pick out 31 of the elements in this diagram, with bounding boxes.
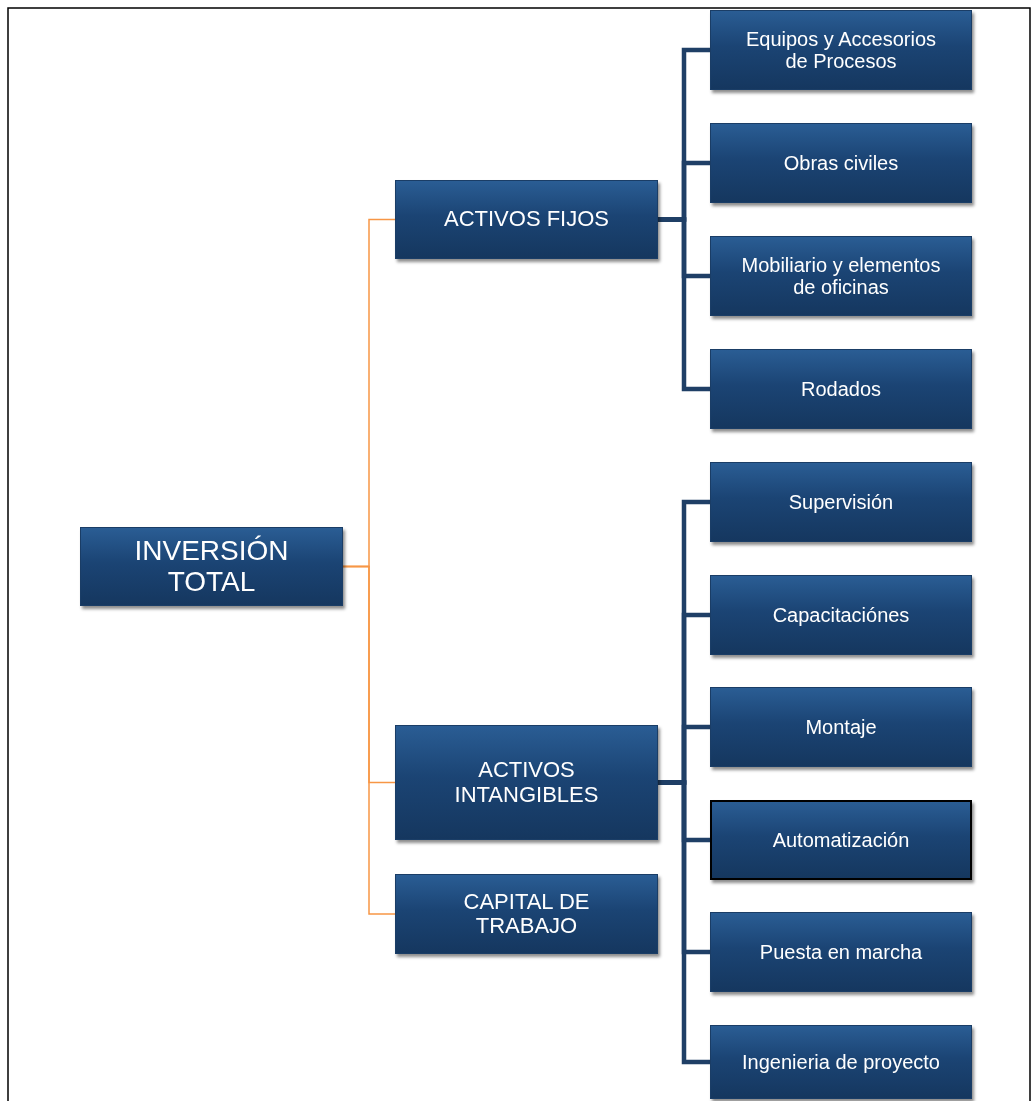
category-box	[710, 349, 972, 429]
connector-line	[658, 217, 710, 392]
category-box	[710, 236, 972, 316]
box-label: Ingenieria de proyecto	[742, 1051, 940, 1073]
box-label: Mobiliario y elementos de oficinas	[740, 254, 942, 298]
box-label: ACTIVOS FIJOS	[444, 207, 609, 232]
box-label: Obras civiles	[783, 152, 899, 174]
category-box	[395, 874, 658, 954]
box-label: Capacitaciónes	[772, 604, 910, 626]
category-box	[710, 1025, 972, 1099]
box-label: Puesta en marcha	[759, 941, 923, 963]
connector-line	[658, 780, 710, 1065]
category-box	[710, 10, 972, 90]
box-label: ACTIVOS INTANGIBLES	[453, 758, 600, 807]
box-label: CAPITAL DE TRABAJO	[462, 889, 591, 939]
box-label: INVERSIÓN TOTAL	[133, 535, 290, 598]
box-label: Automatización	[772, 829, 910, 851]
category-box	[710, 912, 972, 992]
box-label: Montaje	[805, 716, 877, 738]
category-box	[395, 180, 658, 259]
category-box	[710, 575, 972, 655]
box-label: Supervisión	[788, 491, 894, 513]
category-box	[395, 725, 658, 840]
connector-line	[342, 565, 396, 915]
category-box	[80, 527, 343, 606]
category-box	[710, 462, 972, 542]
box-label: Rodados	[800, 378, 882, 400]
box-label: Equipos y Accesorios de Procesos	[744, 28, 938, 72]
category-box	[710, 800, 972, 880]
category-box	[710, 687, 972, 767]
category-box	[710, 123, 972, 203]
